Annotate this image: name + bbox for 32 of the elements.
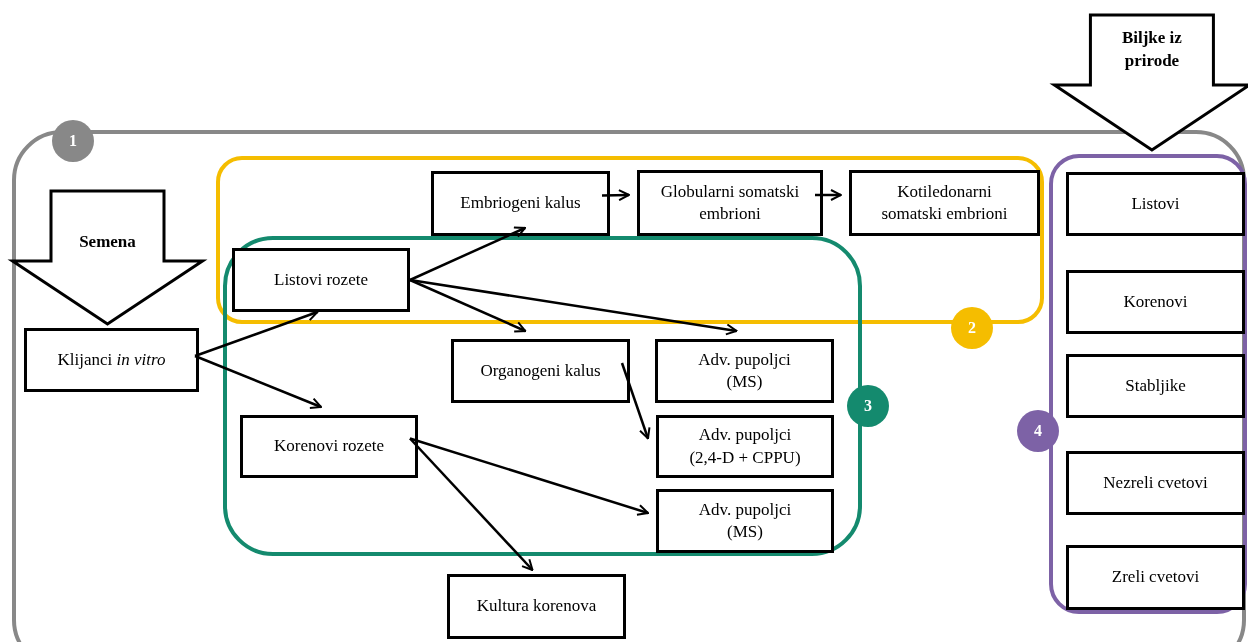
arrow-label: Biljke iz prirode — [1120, 27, 1183, 72]
process-box: Zreli cvetovi — [1066, 545, 1245, 610]
process-box: Adv. pupoljci (MS) — [655, 339, 834, 403]
block-arrow — [1049, 13, 1248, 152]
arrow — [409, 278, 527, 333]
arrow — [601, 189, 630, 202]
arrow — [409, 437, 534, 571]
process-box: Adv. pupoljci (2,4-D + CPPU) — [656, 415, 834, 478]
arrow — [409, 437, 649, 516]
process-box: Kotiledonarni somatski embrioni — [849, 170, 1040, 236]
process-box: Korenovi — [1066, 270, 1245, 334]
process-box: Listovi rozete — [232, 248, 410, 312]
number-badge: 2 — [951, 307, 993, 349]
arrow — [815, 189, 842, 201]
arrow — [409, 226, 527, 282]
number-badge: 3 — [847, 385, 889, 427]
arrow — [194, 354, 322, 409]
process-box: Listovi — [1066, 172, 1245, 236]
number-badge: 1 — [52, 120, 94, 162]
process-box: Globularni somatski embrioni — [637, 170, 823, 236]
process-box: Klijanci in vitro — [24, 328, 199, 392]
process-box: Kultura korenova — [447, 574, 626, 639]
process-box: Nezreli cvetovi — [1066, 451, 1245, 515]
arrow — [620, 362, 651, 440]
process-box: Organogeni kalus — [451, 339, 630, 403]
process-box: Korenovi rozete — [240, 415, 418, 478]
block-arrow — [7, 189, 208, 326]
process-box: Stabljike — [1066, 354, 1245, 418]
process-box: Adv. pupoljci (MS) — [656, 489, 834, 553]
arrow-label: Semena — [78, 231, 137, 253]
process-box: Embriogeni kalus — [431, 171, 610, 236]
number-badge: 4 — [1017, 410, 1059, 452]
